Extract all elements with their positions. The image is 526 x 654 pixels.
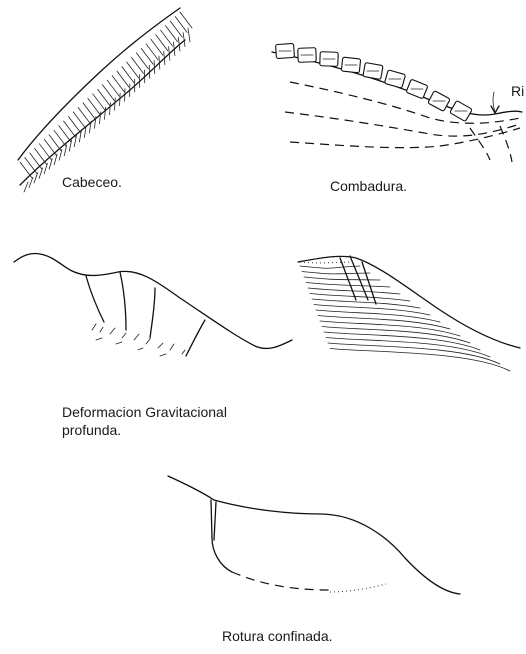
hatch-line [154,61,155,74]
caption-bending: Combadura. [330,178,407,195]
stratum-line [304,277,380,280]
hatch-line [149,65,150,78]
confined-failure-drawing [168,476,460,594]
stratum-line [300,266,360,268]
hatch-line [59,149,62,160]
stratum-line [306,283,390,288]
hatch-line [49,159,52,170]
caption-deep-deformation-line1: Deformacion Gravitacional [62,404,227,421]
caption-toppling: Cabeceo. [62,174,122,191]
stratum-line [316,310,440,322]
stratum-line [302,272,370,274]
stratum-line [322,327,470,344]
layered-slope-drawing [298,256,520,371]
hatch-line [29,177,33,187]
hatch-line [34,173,38,183]
bending-side-label: Ri [511,83,524,99]
hatch-line [64,145,67,156]
hatch-line [54,154,57,165]
stratum-line [320,321,460,336]
hatch-line [44,163,47,173]
hatch-line [24,182,28,192]
hatch-line [188,28,190,42]
hatch-line [115,98,116,110]
deep-deformation-drawing [14,253,292,356]
caption-deep-deformation-line2: profunda. [62,422,121,439]
hatch-line [159,56,160,69]
bending-drawing: Ri [272,43,524,162]
toppling-drawing [18,8,192,192]
hatch-line [39,168,42,178]
hatch-line [110,103,111,115]
hatch-line [164,51,165,64]
caption-confined-failure: Rotura confinada. [222,628,333,645]
hatch-line [120,93,121,105]
stratum-line [330,349,510,372]
